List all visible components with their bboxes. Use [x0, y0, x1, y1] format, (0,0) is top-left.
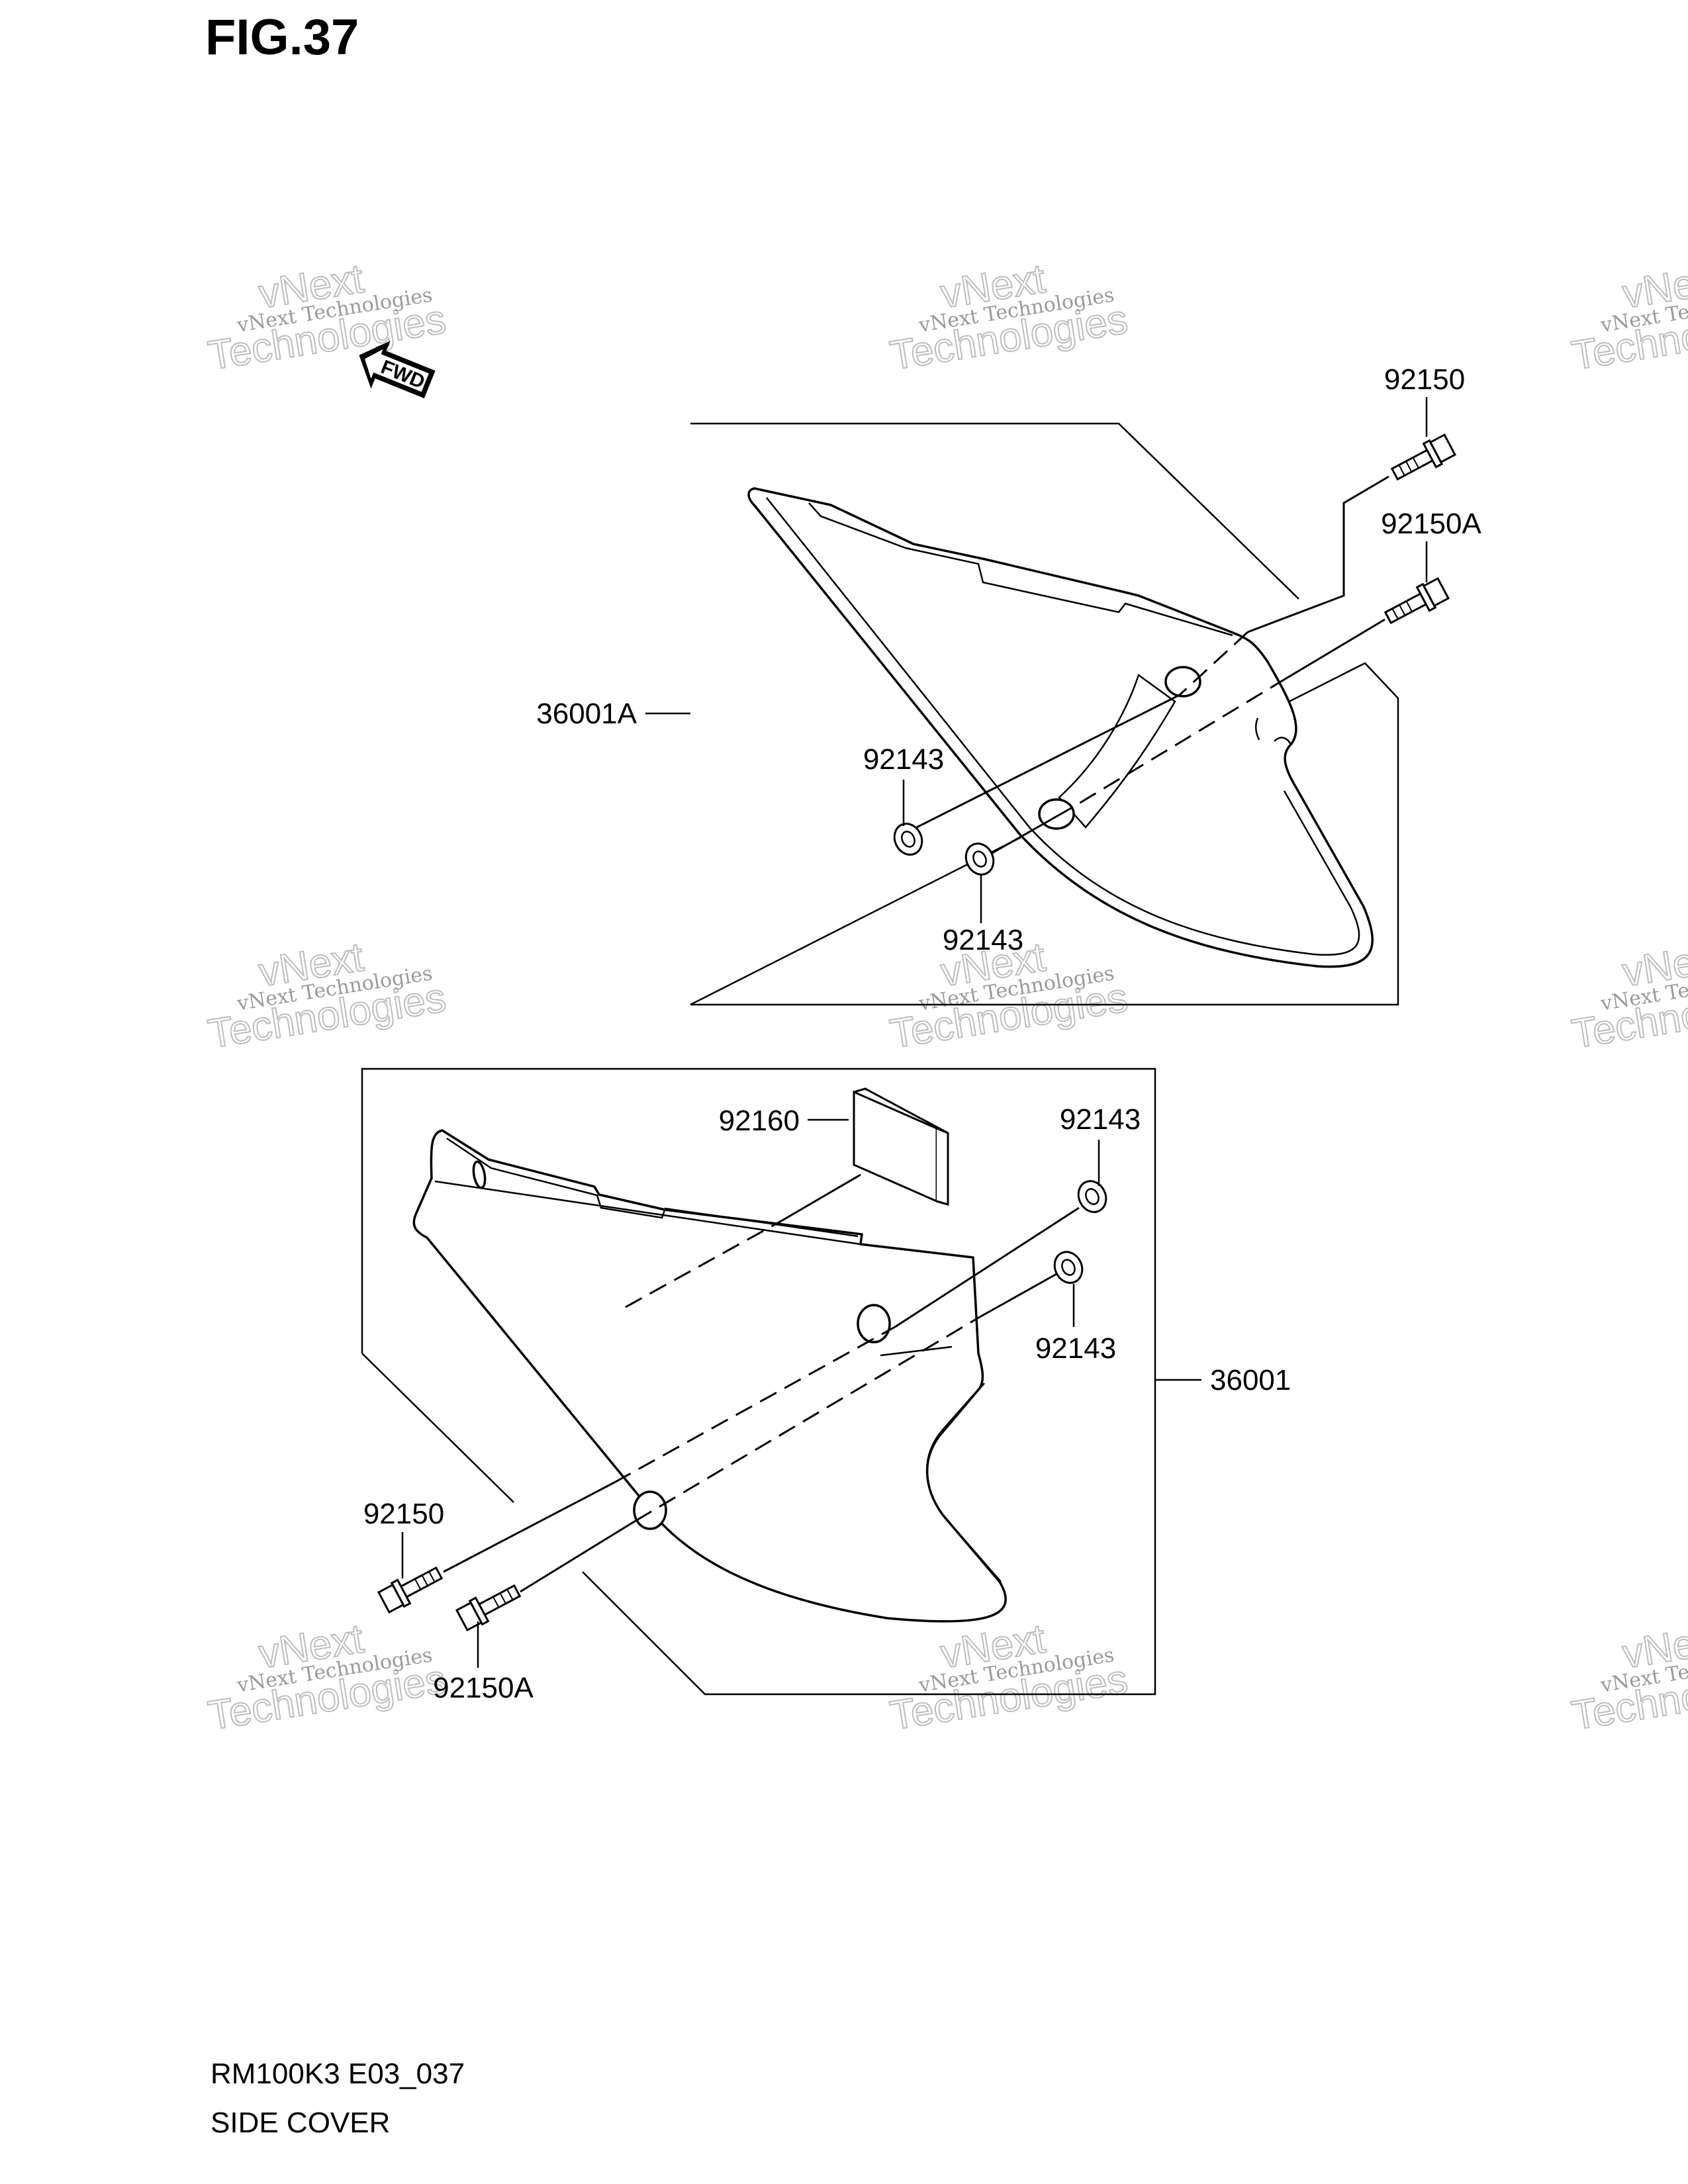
watermark: vNext Technologies vNext Technologies [1568, 934, 1688, 1058]
upper-assembly-group: 92150 92150A 36001A 92143 92143 [536, 363, 1482, 1006]
upper-bolt-axis-line [443, 1206, 1080, 1573]
watermark: vNext Technologies vNext Technologies [1568, 255, 1688, 380]
part-callout-36001a[interactable]: 36001A [536, 698, 637, 730]
cover-mount-hole-upper [857, 1304, 891, 1343]
right-side-cover-inner-edge [766, 497, 1360, 956]
right-side-cover-mount-bracket [1058, 673, 1176, 829]
grommet-icon [1053, 1251, 1084, 1284]
hole-hidden-line [880, 1345, 953, 1357]
grommet-icon [964, 842, 995, 876]
lower-bolt-axis-line [520, 1273, 1057, 1593]
right-side-cover-outline [747, 487, 1374, 968]
bolt-icon [1383, 576, 1450, 625]
part-callout-92150a[interactable]: 92150A [1381, 508, 1481, 540]
watermark: vNext Technologies vNext Technologies [205, 1615, 449, 1740]
left-side-cover-top-rib [446, 1137, 859, 1238]
lower-bolt-axis-line-2 [990, 806, 1073, 855]
cover-slot [472, 1160, 487, 1189]
upper-bolt-axis-hidden [1178, 631, 1249, 696]
fwd-arrow-icon: FWD [359, 341, 436, 398]
right-side-cover-top-rib [808, 502, 1233, 637]
lower-bolt-axis-hidden [635, 1316, 980, 1522]
left-side-cover-outline [412, 1129, 1007, 1623]
bolt-icon [377, 1566, 444, 1614]
part-callout-92160[interactable]: 92160 [719, 1105, 800, 1137]
bolt-icon [455, 1584, 522, 1632]
left-side-cover-inner-edge [434, 1180, 1002, 1582]
upper-frame [690, 422, 1399, 1006]
watermark: vNext Technologies vNext Technologies [886, 1615, 1131, 1740]
lower-bolt-axis-line [1286, 618, 1385, 680]
part-callout-36001[interactable]: 36001 [1210, 1364, 1291, 1396]
upper-bolt-axis-line [916, 475, 1389, 829]
watermark: vNext Technologies vNext Technologies [1568, 1615, 1688, 1740]
upper-bolt-axis-hidden [614, 1326, 896, 1484]
lower-bolt-axis-hidden [1072, 677, 1287, 809]
cushion-axis-line [780, 1173, 861, 1222]
figure-title: FIG.37 [205, 9, 359, 66]
grommet-icon [893, 823, 923, 856]
model-code: RM100K3 E03_037 [211, 2058, 465, 2090]
part-callout-92150a[interactable]: 92150A [433, 1672, 534, 1704]
section-name: SIDE COVER [211, 2107, 390, 2139]
cover-mount-hole-lower [633, 1490, 667, 1530]
part-callout-92143[interactable]: 92143 [1035, 1332, 1116, 1365]
watermark: vNext Technologies vNext Technologies [886, 255, 1131, 380]
cushion-axis-hidden [625, 1220, 782, 1308]
lower-assembly-group: 92160 92143 92143 36001 92150 92150A [361, 1068, 1291, 1704]
cushion-pad-icon [853, 1087, 949, 1206]
watermark: vNext Technologies vNext Technologies [205, 934, 449, 1058]
part-callout-92143[interactable]: 92143 [863, 743, 944, 776]
bolt-icon [1390, 433, 1457, 481]
part-callout-92143[interactable]: 92143 [1060, 1103, 1141, 1136]
lower-frame [361, 1068, 1156, 1696]
watermark: vNext Technologies vNext Technologies [205, 255, 449, 380]
part-callout-92150[interactable]: 92150 [363, 1498, 444, 1530]
part-callout-92150[interactable]: 92150 [1384, 363, 1465, 396]
upper-mount-boss [1164, 666, 1201, 698]
part-callout-92143[interactable]: 92143 [943, 924, 1023, 956]
grommet-icon [1077, 1180, 1107, 1213]
